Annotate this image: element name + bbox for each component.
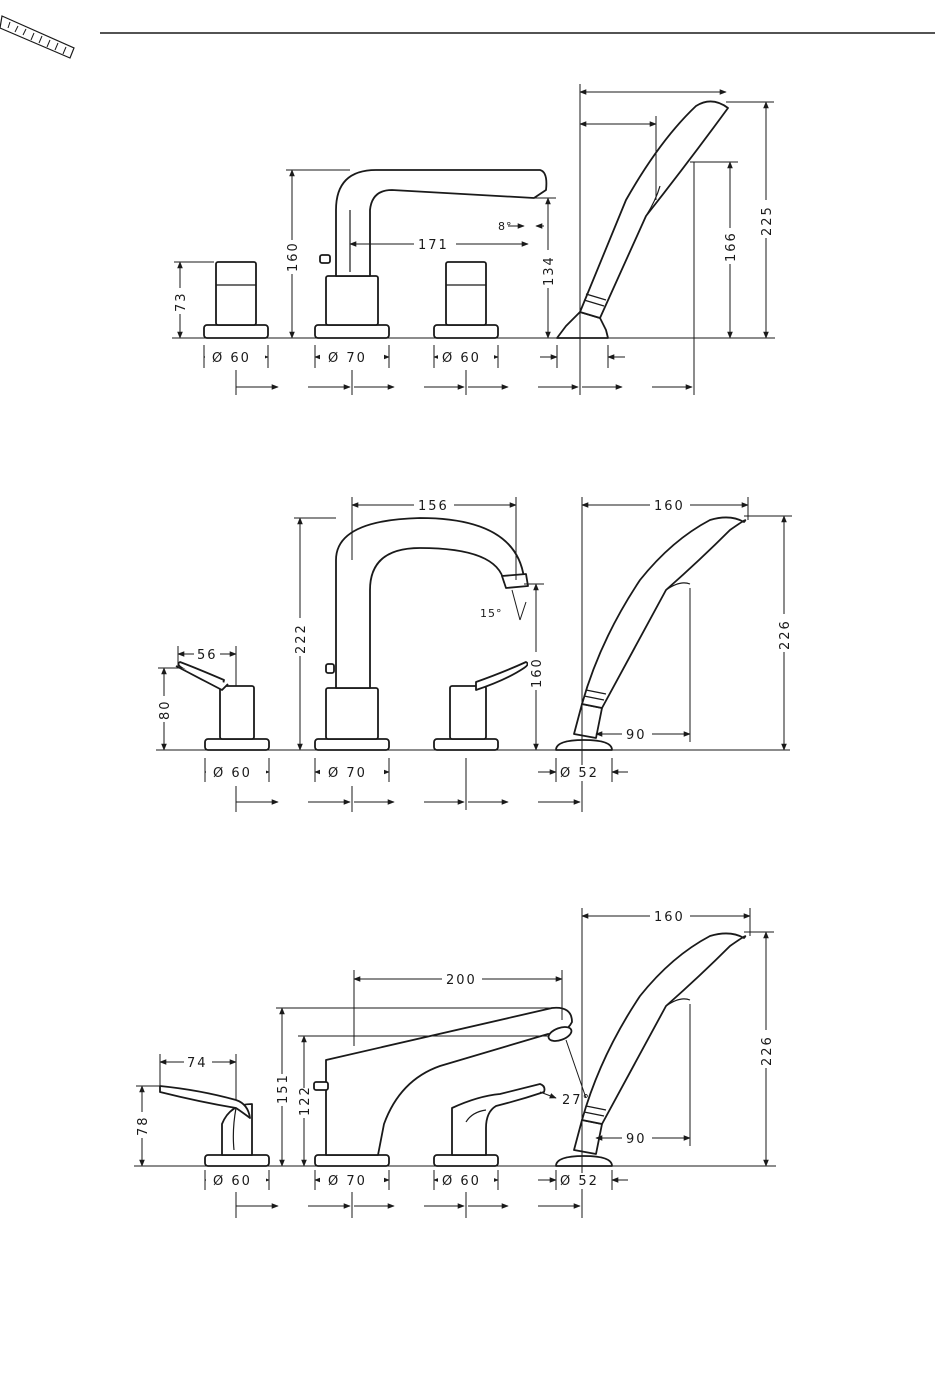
dim-d-handle-right: Ø 60 [442,1174,481,1189]
dim-h-shower: 225 [760,205,775,236]
spout [315,170,546,338]
dim-w-shower: 160 [654,499,685,514]
spout [315,518,528,750]
diagram-top: Ø 60 Ø 70 Ø 60 73 160 171 8° 134 166 225 [172,84,775,395]
hand-shower [557,101,728,338]
dim-reach-spout: 200 [446,973,477,988]
dim-h-outlet: 160 [530,657,545,688]
dim-d-spout: Ø 70 [328,1174,367,1189]
dim-grip: 90 [626,728,647,743]
handle-left [176,662,269,750]
dim-d-handle-left: Ø 60 [213,766,252,781]
dim-h-shower-hold: 166 [724,231,739,262]
dim-reach-spout: 171 [418,238,449,253]
dim-d-handle-left: Ø 60 [213,1174,252,1189]
handle-right [434,662,528,750]
dim-h-shower: 226 [760,1035,775,1066]
handle-right [434,1084,545,1166]
dim-h-outlet: 122 [298,1085,313,1116]
diagram-bottom: Ø 60 Ø 70 Ø 60 Ø 52 74 78 151 122 200 27… [134,908,776,1218]
dim-d-shower: Ø 52 [560,766,599,781]
dim-h-spout: 222 [294,623,309,654]
dim-angle: 27° [562,1093,591,1108]
dim-lines [136,908,774,1218]
hand-shower [556,517,745,750]
handle-left [160,1086,269,1166]
dim-d-spout: Ø 70 [328,351,367,366]
ruler-icon [0,16,74,58]
dim-reach-spout: 156 [418,499,449,514]
dim-d-handle-right: Ø 60 [442,351,481,366]
dim-h-outlet: 134 [542,255,557,286]
dim-d-spout: Ø 70 [328,766,367,781]
dim-w-shower: 160 [654,910,685,925]
dim-d-shower: Ø 52 [560,1174,599,1189]
handle-left [204,262,268,338]
handle-right [434,262,498,338]
dim-h-spout: 160 [286,241,301,272]
dim-h-handle: 73 [174,291,189,312]
dim-h-handle: 78 [136,1115,151,1136]
dim-grip: 90 [626,1132,647,1147]
dim-h-handle: 80 [158,699,173,720]
dim-angle: 8° [498,220,513,233]
dim-h-spout: 151 [276,1073,291,1104]
dim-angle: 15° [480,607,503,620]
dim-lever-len: 56 [197,648,218,663]
dim-lever-len: 74 [187,1056,208,1071]
diagram-middle: Ø 60 Ø 70 Ø 52 56 80 222 156 15° 160 160… [156,497,793,812]
dim-h-shower: 226 [778,619,793,650]
dim-d-handle-left: Ø 60 [212,351,251,366]
